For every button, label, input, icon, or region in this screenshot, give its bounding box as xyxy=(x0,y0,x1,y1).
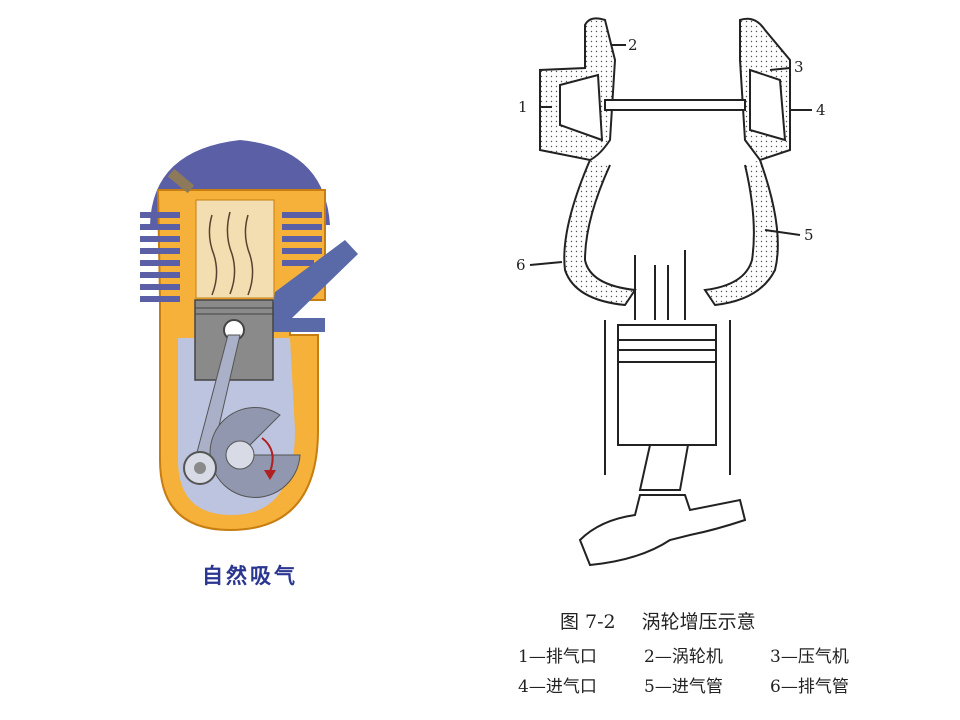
natural-aspiration-illustration: 自然吸气 xyxy=(0,0,440,720)
callout-4: 4 xyxy=(816,101,826,119)
figure-caption: 涡轮增压示意 xyxy=(641,611,756,633)
turbocharger-line-drawing xyxy=(529,17,812,567)
crankshaft xyxy=(578,494,747,567)
crank-journal xyxy=(225,440,255,470)
legend-item: 4—进气口 xyxy=(518,677,597,697)
cooling-fins-left xyxy=(140,212,180,302)
chamber-flow-lines xyxy=(208,211,254,296)
callout-6: 6 xyxy=(516,256,526,274)
legend-row: 1—排气口 2—涡轮机 3—压气机 xyxy=(518,642,849,667)
turbine-wheel xyxy=(559,73,604,142)
combustion-chamber xyxy=(195,199,275,299)
legend-item: 3—压气机 xyxy=(770,647,849,667)
legend-item: 6—排气管 xyxy=(770,677,849,697)
legend-item: 1—排气口 xyxy=(518,647,597,667)
callout-1: 1 xyxy=(518,98,528,116)
connecting-rod xyxy=(638,444,689,491)
callout-2: 2 xyxy=(628,36,638,54)
callout-3: 3 xyxy=(794,58,804,76)
piston xyxy=(617,324,717,446)
legend-row: 4—进气口 5—进气管 6—排气管 xyxy=(518,672,849,697)
legend-item: 2—涡轮机 xyxy=(644,647,723,667)
exhaust-pipe xyxy=(563,159,637,307)
intake-pipe xyxy=(270,240,358,332)
rotation-arrow xyxy=(261,437,274,473)
figure-title: 图 7-2 涡轮增压示意 xyxy=(560,607,756,634)
legend-item: 5—进气管 xyxy=(644,677,723,697)
engine-cutaway-drawing xyxy=(140,140,358,532)
intake-manifold xyxy=(703,159,779,307)
cylinder-wall xyxy=(604,320,731,475)
callout-5: 5 xyxy=(804,226,814,244)
spark-plug xyxy=(167,168,195,194)
turbo-shaft xyxy=(604,99,746,111)
compressor-wheel xyxy=(749,68,787,142)
figure-number: 图 7-2 xyxy=(560,611,616,633)
left-caption: 自然吸气 xyxy=(202,564,298,588)
cooling-fins-right xyxy=(282,212,322,266)
